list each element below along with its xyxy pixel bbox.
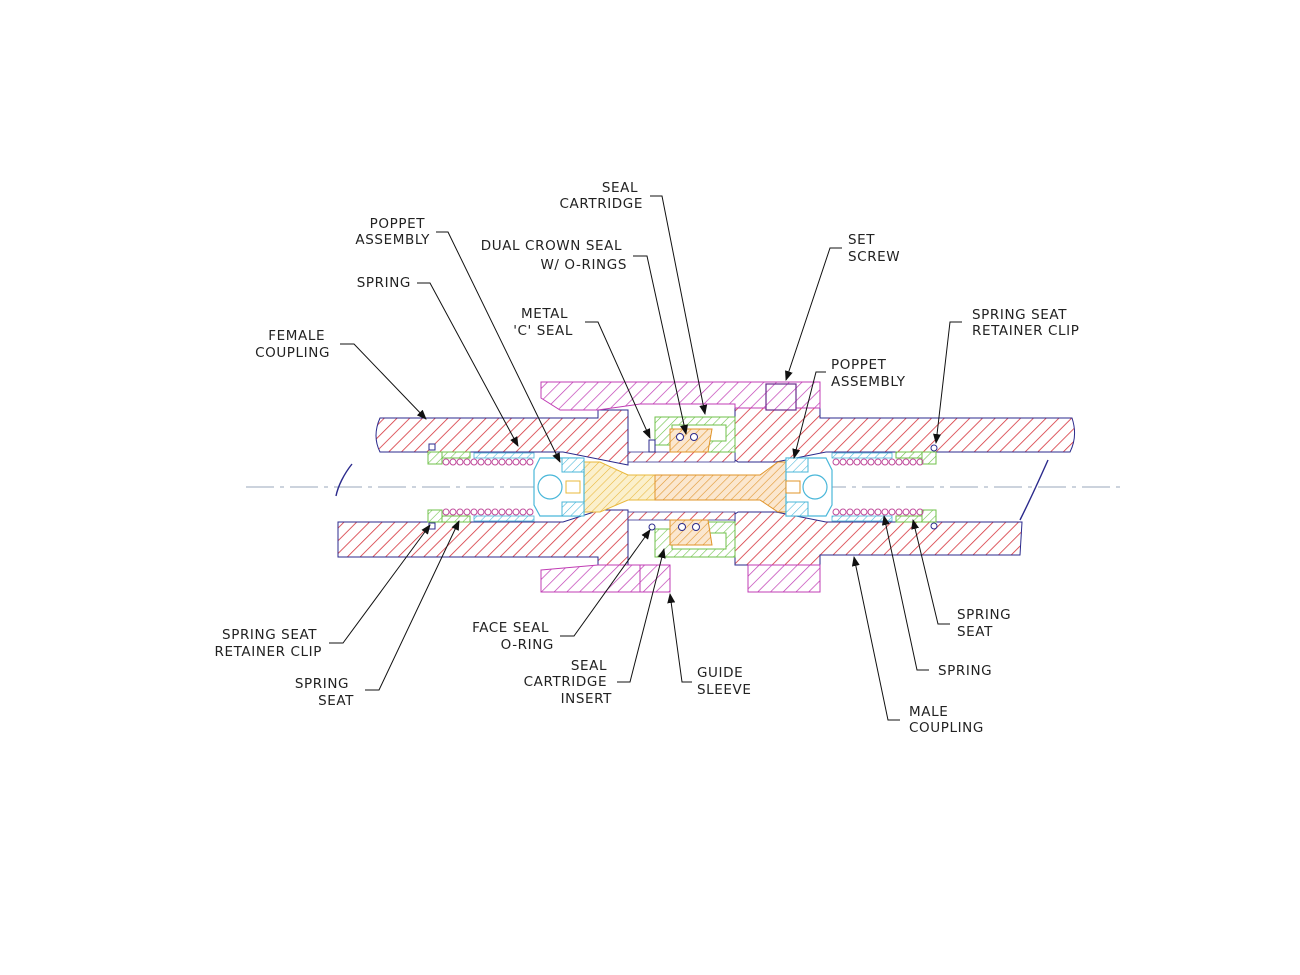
guide-sleeve-lower-left xyxy=(540,564,641,593)
spring-coils-male-upper xyxy=(832,458,924,466)
spring-coils-male-lower xyxy=(832,508,924,516)
guide-sleeve-lower-right xyxy=(747,564,821,593)
female-coupling-upper-wall xyxy=(375,409,629,466)
spring-seat-male-lower xyxy=(921,509,937,523)
poppet-ball xyxy=(537,474,563,500)
label-spring-seat-retainer-clip-right: SPRING SEAT RETAINER CLIP xyxy=(972,307,1080,339)
spring-seat-female-lower xyxy=(441,515,471,523)
guide-sleeve-upper xyxy=(540,381,821,411)
spring-seat-male-upper xyxy=(895,451,923,459)
crown-seal-oring xyxy=(678,523,686,531)
label-seal-cartridge-insert: SEAL CARTRIDGE INSERT xyxy=(524,658,613,707)
poppet-ball xyxy=(802,474,828,500)
metal-c-seal xyxy=(648,439,656,453)
spring-seat-retainer-clip xyxy=(428,443,436,451)
dual-crown-seal-lower xyxy=(669,519,713,546)
label-metal-c-seal: METAL 'C' SEAL xyxy=(513,306,573,339)
poppet-head-female-insert xyxy=(561,457,585,473)
label-spring-bottom-right: SPRING xyxy=(938,663,992,679)
leader-lines xyxy=(329,195,962,721)
spring-seat-male-upper xyxy=(921,451,937,465)
poppet-shaft-female xyxy=(574,461,656,513)
spring-coils-female-upper xyxy=(442,458,534,466)
spring-guide-strip xyxy=(831,515,893,522)
spring-guide-strip xyxy=(831,452,893,459)
seal-cartridge-upper xyxy=(654,416,736,453)
female-coupling-nose-upper xyxy=(627,451,736,463)
poppet-plug xyxy=(565,480,581,494)
female-pipe-break-curve xyxy=(335,463,353,497)
dual-crown-seal-upper xyxy=(669,428,713,453)
spring-guide-strip xyxy=(473,515,535,522)
spring-seat-female-upper xyxy=(427,451,443,465)
spring-seat-female-upper xyxy=(441,451,471,459)
label-guide-sleeve: GUIDE SLEEVE xyxy=(697,665,752,698)
spring-seat-retainer-clip xyxy=(428,522,436,530)
spring-seat-male-lower xyxy=(895,515,923,523)
label-seal-cartridge-top: SEAL CARTRIDGE xyxy=(560,180,643,212)
poppet-head-male-insert xyxy=(785,501,809,517)
label-poppet-assembly-right: POPPET ASSEMBLY xyxy=(831,357,906,390)
label-set-screw: SET SCREW xyxy=(848,232,900,265)
crown-seal-oring xyxy=(692,523,700,531)
poppet-head-female-insert xyxy=(561,501,585,517)
male-coupling-upper-wall xyxy=(734,407,1076,463)
guide-sleeve-lower-mid xyxy=(639,564,671,593)
label-dual-crown-seal: DUAL CROWN SEAL W/ O-RINGS xyxy=(481,238,627,273)
face-seal-oring xyxy=(648,523,656,531)
label-male-coupling: MALE COUPLING xyxy=(909,704,984,736)
label-spring-top-left: SPRING xyxy=(357,275,411,291)
label-poppet-assembly-left: POPPET ASSEMBLY xyxy=(355,216,430,248)
female-coupling-nose-lower xyxy=(627,511,736,521)
label-spring-seat-retainer-clip-left: SPRING SEAT RETAINER CLIP xyxy=(215,627,323,660)
crown-seal-oring xyxy=(676,433,684,441)
spring-seat-retainer-clip xyxy=(930,522,938,530)
poppet-plug xyxy=(785,480,801,494)
poppet-head-male-insert xyxy=(785,457,809,473)
poppet-shaft-male xyxy=(654,461,793,513)
spring-seat-female-lower xyxy=(427,509,443,523)
male-pipe-break-curve xyxy=(1019,459,1049,521)
label-spring-seat-left: SPRING SEAT xyxy=(295,676,354,709)
label-face-seal-oring: FACE SEAL O-RING xyxy=(472,620,554,653)
label-female-coupling: FEMALE COUPLING xyxy=(255,328,330,361)
spring-seat-retainer-clip xyxy=(930,444,938,452)
label-spring-seat-right: SPRING SEAT xyxy=(957,607,1016,640)
spring-guide-strip xyxy=(473,452,535,459)
crown-seal-oring xyxy=(690,433,698,441)
spring-coils-female-lower xyxy=(442,508,534,516)
set-screw xyxy=(765,383,797,411)
